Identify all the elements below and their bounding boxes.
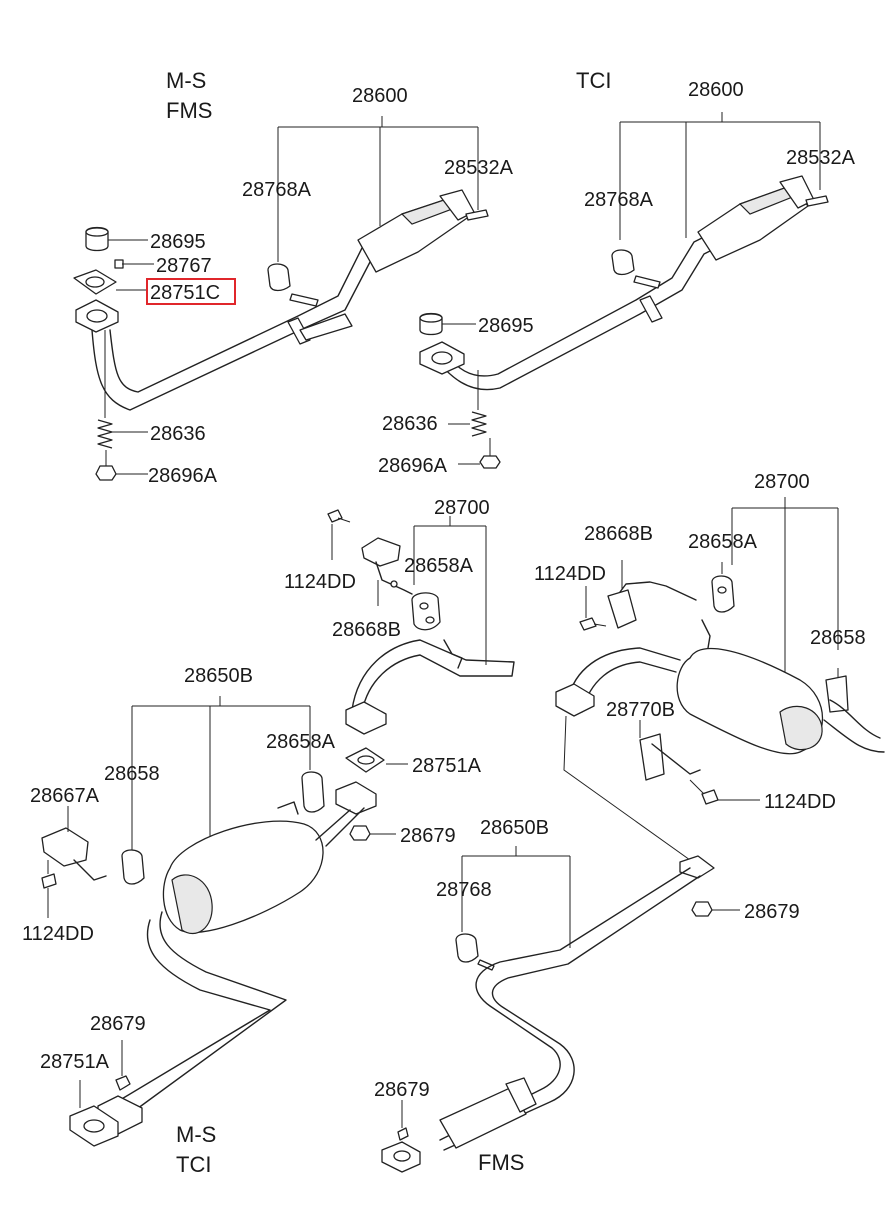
highlight-box: [146, 278, 236, 305]
part-label-28679-bottom-left[interactable]: 28679: [90, 1013, 146, 1035]
part-label-28600-ms[interactable]: 28600: [352, 85, 408, 107]
part-label-28751a-bottom[interactable]: 28751A: [40, 1051, 110, 1073]
muffler-ms-tci: [41, 696, 396, 1147]
center-pipe-right: [555, 497, 885, 861]
group-label-tci-bottom: TCI: [176, 1152, 211, 1177]
center-pipe-left: [327, 509, 515, 773]
part-label-28658a-b[interactable]: 28658A: [688, 531, 758, 553]
part-label-28751c[interactable]: 28751C: [150, 282, 220, 304]
group-label-tci-top: TCI: [576, 68, 611, 93]
part-label-1124dd-c[interactable]: 1124DD: [764, 791, 836, 813]
part-label-28700-right[interactable]: 28700: [754, 471, 810, 493]
part-label-1124dd-b[interactable]: 1124DD: [534, 563, 606, 585]
part-label-28695-tci[interactable]: 28695: [478, 315, 534, 337]
part-label-28768[interactable]: 28768: [436, 879, 492, 901]
part-label-28696a-ms[interactable]: 28696A: [148, 465, 218, 487]
part-label-28650b-left[interactable]: 28650B: [184, 665, 253, 687]
part-label-28696a-tci[interactable]: 28696A: [378, 455, 448, 477]
part-label-28658a-c[interactable]: 28658A: [266, 731, 336, 753]
part-label-28600-tci[interactable]: 28600: [688, 79, 744, 101]
part-label-28679-right[interactable]: 28679: [744, 901, 800, 923]
part-label-28658-right[interactable]: 28658: [810, 627, 866, 649]
group-label-fms-top: FMS: [166, 98, 212, 123]
part-label-28532a-ms[interactable]: 28532A: [444, 157, 514, 179]
part-label-28751a-mid[interactable]: 28751A: [412, 755, 482, 777]
part-label-28668b-b[interactable]: 28668B: [584, 523, 653, 545]
part-label-28658a-a[interactable]: 28658A: [404, 555, 474, 577]
part-label-28636-ms[interactable]: 28636: [150, 423, 206, 445]
part-label-28700-left[interactable]: 28700: [434, 497, 490, 519]
part-label-28767[interactable]: 28767: [156, 255, 212, 277]
part-label-28658-left[interactable]: 28658: [104, 763, 160, 785]
front-pipe-ms-fms: [73, 116, 489, 481]
group-label-ms-top: M-S: [166, 68, 206, 93]
group-label-ms-bottom: M-S: [176, 1122, 216, 1147]
part-label-28695-ms[interactable]: 28695: [150, 231, 206, 253]
group-label-fms-bottom: FMS: [478, 1150, 524, 1175]
front-pipe-tci: [419, 112, 829, 469]
part-label-28679-mid[interactable]: 28679: [400, 825, 456, 847]
part-label-28768a-ms[interactable]: 28768A: [242, 179, 312, 201]
part-label-28667a[interactable]: 28667A: [30, 785, 100, 807]
part-label-28770b[interactable]: 28770B: [606, 699, 675, 721]
part-label-28668b-a[interactable]: 28668B: [332, 619, 401, 641]
part-label-1124dd-d[interactable]: 1124DD: [22, 923, 94, 945]
part-label-1124dd-a[interactable]: 1124DD: [284, 571, 356, 593]
muffler-fms: [381, 846, 740, 1173]
part-label-28650b-right[interactable]: 28650B: [480, 817, 549, 839]
part-label-28636-tci[interactable]: 28636: [382, 413, 438, 435]
part-label-28768a-tci[interactable]: 28768A: [584, 189, 654, 211]
part-label-28679-bottom-right[interactable]: 28679: [374, 1079, 430, 1101]
part-label-28532a-tci[interactable]: 28532A: [786, 147, 856, 169]
